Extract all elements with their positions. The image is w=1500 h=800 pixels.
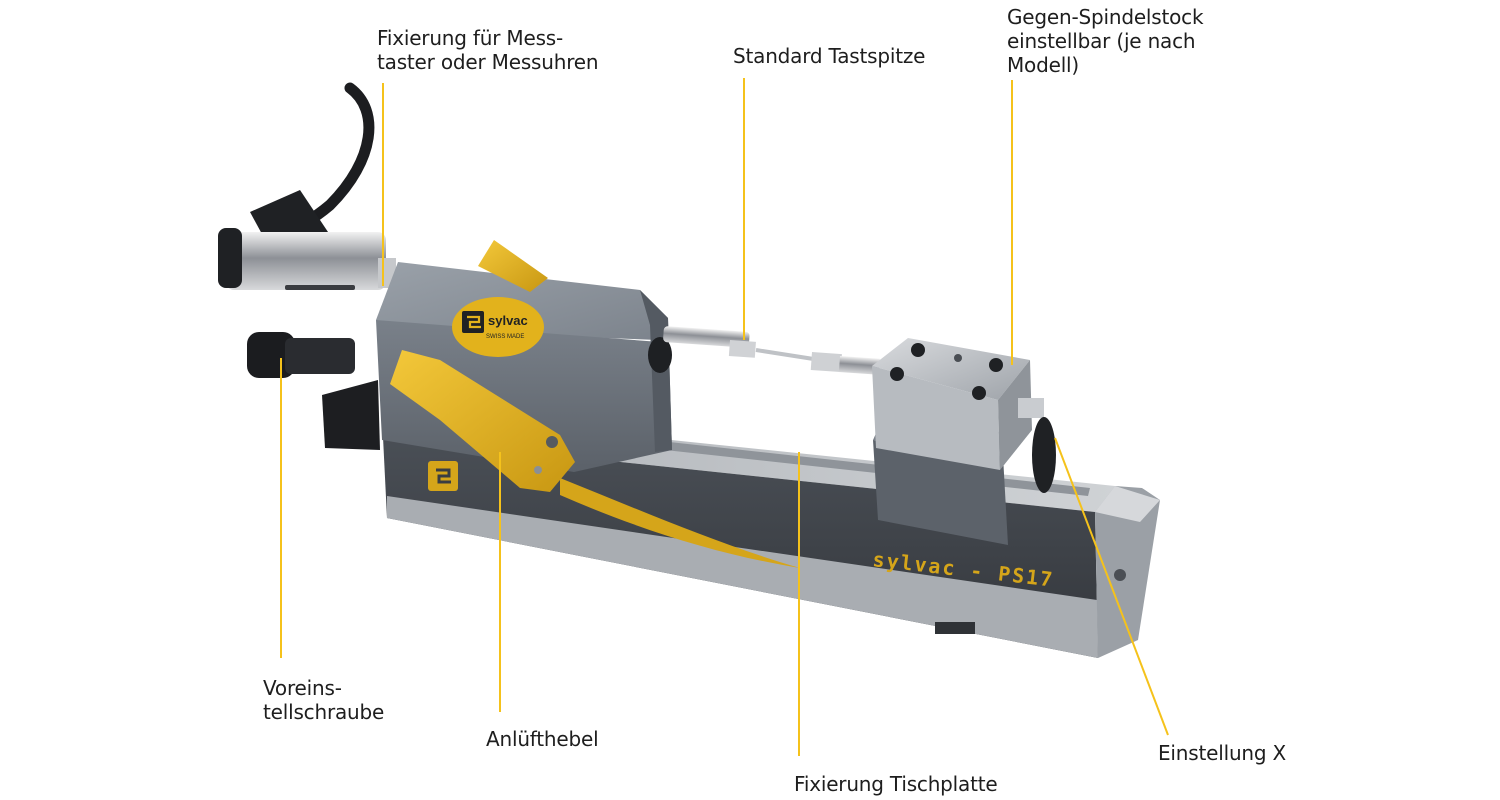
label-voreinstellschraube: Voreins- tellschraube xyxy=(263,676,384,724)
preset-screw-knob xyxy=(247,332,380,450)
tailstock xyxy=(872,338,1056,545)
label-line: tellschraube xyxy=(263,700,385,724)
adjust-shaft xyxy=(1018,398,1044,418)
housing-front xyxy=(376,318,672,472)
lever-pin-2 xyxy=(534,466,542,474)
base-right-end xyxy=(1095,486,1160,658)
counter-tip-head xyxy=(810,352,842,373)
tailstock-bolt xyxy=(972,386,986,400)
lever-pin xyxy=(546,436,558,448)
base-foot xyxy=(935,622,975,634)
main-housing: sylvac SWISS MADE xyxy=(376,262,672,472)
tailstock-front xyxy=(872,366,1000,470)
label-line: Anlüfthebel xyxy=(486,727,599,751)
tailstock-base xyxy=(873,440,1008,545)
tailstock-bolt xyxy=(890,367,904,381)
label-line: einstellbar (je nach xyxy=(1007,29,1196,53)
lever-front xyxy=(390,350,575,492)
tailstock-right xyxy=(998,360,1032,470)
tailstock-bolt xyxy=(911,343,925,357)
probe-slot xyxy=(285,285,355,290)
label-line: Standard Tastspitze xyxy=(733,44,926,68)
label-line: Voreins- xyxy=(263,676,342,700)
base-bottom-strip xyxy=(387,496,1098,658)
label-fixierung-messtaster: Fixierung für Mess- taster oder Messuhre… xyxy=(377,26,599,74)
sylvac-sticker: sylvac SWISS MADE xyxy=(452,297,544,357)
leader-lines xyxy=(280,78,1169,756)
probe-cap xyxy=(218,228,242,288)
label-line: taster oder Messuhren xyxy=(377,50,599,74)
adjust-knob xyxy=(1032,417,1056,493)
base-end-hole xyxy=(1114,569,1126,581)
label-line: Fixierung für Mess- xyxy=(377,26,564,50)
label-line: Fixierung Tischplatte xyxy=(794,772,998,796)
tailstock-center-hole xyxy=(954,354,962,362)
sticker-sub: SWISS MADE xyxy=(486,334,524,340)
label-gegen-spindelstock: Gegen-Spindelstock einstellbar (je nach … xyxy=(1007,5,1204,77)
label-fixierung-tischplatte: Fixierung Tischplatte xyxy=(794,772,998,796)
housing-top xyxy=(376,262,668,340)
label-line: Modell) xyxy=(1007,53,1080,77)
label-einstellung-x: Einstellung X xyxy=(1158,741,1286,765)
housing-bore xyxy=(648,337,672,373)
label-line: Gegen-Spindelstock xyxy=(1007,5,1204,29)
base-logo xyxy=(428,461,458,491)
label-anluefthebel: Anlüfthebel xyxy=(486,727,599,751)
lift-lever xyxy=(390,240,575,492)
lever-back xyxy=(478,240,548,292)
label-standard-tastspitze: Standard Tastspitze xyxy=(733,44,925,68)
base-right-top xyxy=(1095,486,1160,522)
sticker-brand: sylvac xyxy=(488,313,528,328)
leader-line-einstellung-x xyxy=(1054,437,1169,736)
probe-tip-head xyxy=(728,340,756,358)
spindle-rod xyxy=(663,326,750,348)
counter-spindle-rod xyxy=(838,356,880,375)
label-line: Einstellung X xyxy=(1158,741,1287,765)
tailstock-top xyxy=(872,338,1030,400)
probe-body xyxy=(226,232,386,290)
tailstock-bolt xyxy=(989,358,1003,372)
measuring-spindle xyxy=(663,326,880,375)
probe-assembly xyxy=(218,82,396,290)
probe-tip-needle xyxy=(755,348,821,362)
